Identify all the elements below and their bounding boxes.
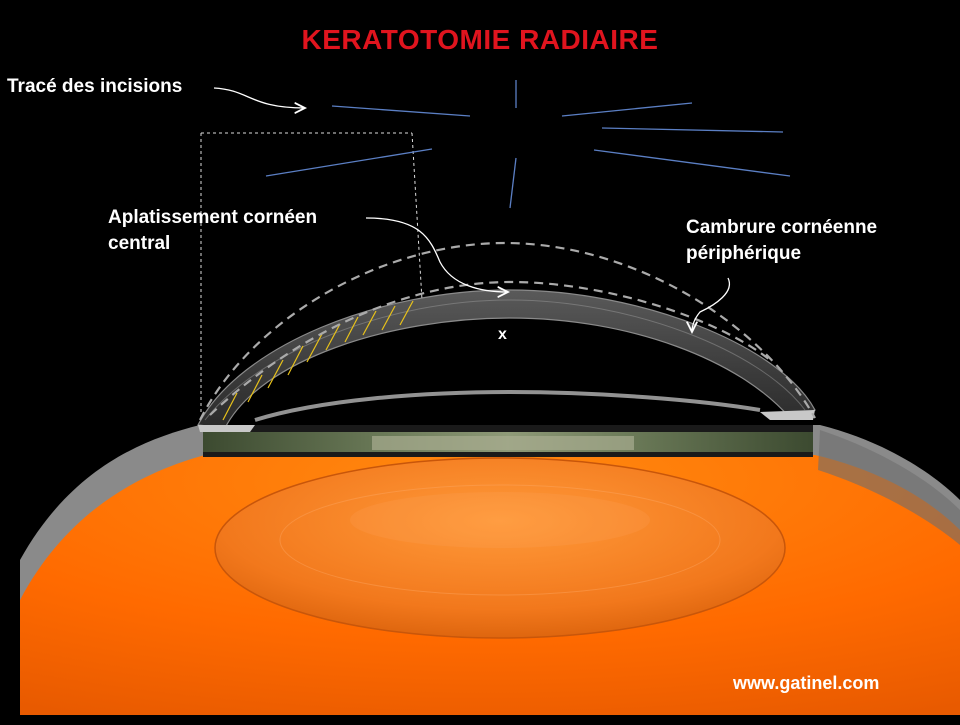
projection-lines [200, 132, 423, 415]
cornea [197, 289, 816, 432]
original-cornea-profile [199, 241, 816, 421]
page-title: KERATOTOMIE RADIAIRE [301, 24, 659, 55]
label-incisions: Tracé des incisions [7, 76, 183, 97]
website-credit: www.gatinel.com [733, 673, 880, 693]
arrow-flattening [365, 217, 508, 292]
label-central-flattening: Aplatissement cornéen central [108, 205, 317, 257]
label-central-flattening-line1: Aplatissement cornéen [108, 207, 318, 228]
label-central-flattening-line2: central [108, 233, 171, 254]
iris [203, 425, 813, 457]
label-peripheral-curvature-line2: périphérique [686, 243, 802, 264]
annotation-arrows [213, 87, 731, 332]
label-peripheral-curvature: Cambrure cornéenne périphérique [686, 215, 877, 267]
crystalline-lens [214, 457, 786, 639]
dashed-profiles [199, 241, 816, 421]
incision-hatches [222, 300, 414, 421]
center-mark: x [498, 326, 507, 343]
flattened-cornea-profile [209, 280, 771, 416]
radial-incision-tracing [265, 80, 791, 209]
label-peripheral-curvature-line1: Cambrure cornéenne [686, 217, 878, 238]
arrow-curvature [692, 277, 731, 332]
arrow-incisions [213, 87, 305, 108]
